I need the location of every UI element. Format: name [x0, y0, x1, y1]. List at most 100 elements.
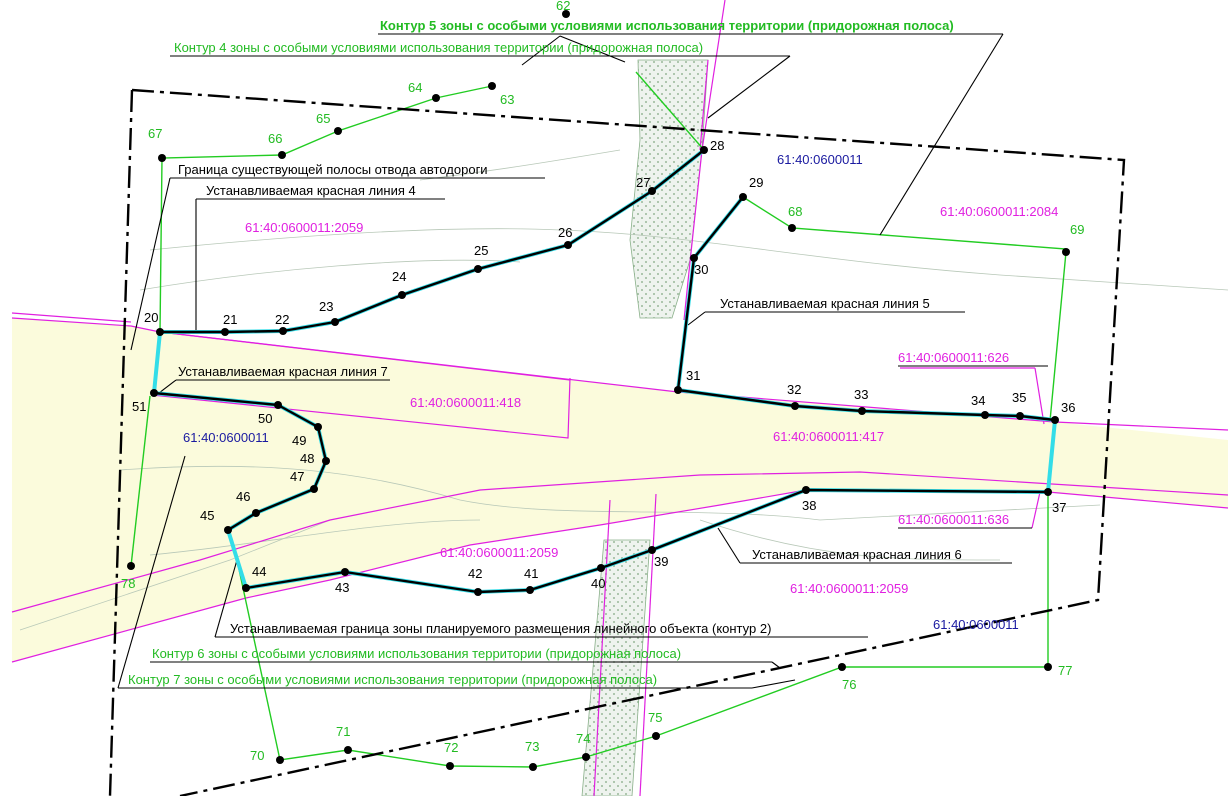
- point-label-38: 38: [802, 498, 816, 513]
- point-label-29: 29: [749, 175, 763, 190]
- survey-point-40: [597, 564, 605, 572]
- point-label-41: 41: [524, 566, 538, 581]
- quarter-label-bottom: 61:40:0600011: [933, 617, 1019, 632]
- survey-point-63: [488, 82, 496, 90]
- parcel-label-417: 61:40:0600011:417: [773, 429, 884, 444]
- point-label-50: 50: [258, 411, 272, 426]
- red-line-4: [160, 149, 705, 334]
- parcel-label-418: 61:40:0600011:418: [410, 395, 521, 410]
- survey-point-74: [582, 753, 590, 761]
- survey-point-76: [838, 663, 846, 671]
- quarter-label-left: 61:40:0600011: [183, 430, 269, 445]
- dotted-corridor-bottom: [581, 539, 651, 796]
- survey-point-75: [652, 732, 660, 740]
- point-label-67: 67: [148, 126, 162, 141]
- callout-red-line-6: Устанавливаемая красная линия 6: [752, 547, 962, 562]
- survey-point-39: [648, 546, 656, 554]
- survey-points: [127, 10, 1070, 771]
- point-label-75: 75: [648, 710, 662, 725]
- survey-point-43: [341, 568, 349, 576]
- red-line-6: [245, 488, 1049, 594]
- survey-point-25: [474, 265, 482, 273]
- survey-point-20: [156, 328, 164, 336]
- point-label-68: 68: [788, 204, 802, 219]
- survey-point-66: [278, 151, 286, 159]
- survey-point-38: [802, 486, 810, 494]
- point-label-42: 42: [468, 566, 482, 581]
- survey-point-32: [791, 402, 799, 410]
- survey-point-29: [739, 193, 747, 201]
- survey-point-67: [158, 154, 166, 162]
- survey-point-47: [310, 485, 318, 493]
- point-label-76: 76: [842, 677, 856, 692]
- survey-point-70: [276, 756, 284, 764]
- callout-red-line-4: Устанавливаемая красная линия 4: [206, 183, 416, 198]
- callout-contour-5: Контур 5 зоны с особыми условиями исполь…: [380, 18, 954, 33]
- point-label-45: 45: [200, 508, 214, 523]
- point-label-66: 66: [268, 131, 282, 146]
- point-label-25: 25: [474, 243, 488, 258]
- point-label-40: 40: [591, 576, 605, 591]
- point-label-20: 20: [144, 310, 158, 325]
- survey-point-46: [252, 509, 260, 517]
- leader-lines: [117, 33, 1048, 689]
- survey-point-65: [334, 127, 342, 135]
- callout-contour-4: Контур 4 зоны с особыми условиями исполь…: [174, 40, 703, 55]
- survey-point-73: [529, 763, 537, 771]
- point-label-65: 65: [316, 111, 330, 126]
- callouts: Контур 5 зоны с особыми условиями исполь…: [128, 18, 962, 687]
- survey-point-72: [446, 762, 454, 770]
- point-label-35: 35: [1012, 390, 1026, 405]
- point-label-71: 71: [336, 724, 350, 739]
- point-label-39: 39: [654, 554, 668, 569]
- survey-point-21: [221, 328, 229, 336]
- parcel-label-2084: 61:40:0600011:2084: [940, 204, 1058, 219]
- point-label-46: 46: [236, 489, 250, 504]
- point-label-64: 64: [408, 80, 422, 95]
- survey-point-31: [674, 386, 682, 394]
- point-label-44: 44: [252, 564, 266, 579]
- survey-point-33: [858, 407, 866, 415]
- survey-point-77: [1044, 663, 1052, 671]
- point-label-37: 37: [1052, 500, 1066, 515]
- survey-point-26: [564, 241, 572, 249]
- point-label-69: 69: [1070, 222, 1084, 237]
- parcel-label-2059-right: 61:40:0600011:2059: [790, 581, 908, 596]
- callout-contour-7: Контур 7 зоны с особыми условиями исполь…: [128, 672, 657, 687]
- point-label-47: 47: [290, 469, 304, 484]
- point-label-73: 73: [525, 739, 539, 754]
- cut-lines: [108, 88, 1126, 796]
- point-label-30: 30: [694, 262, 708, 277]
- callout-contour-6: Контур 6 зоны с особыми условиями исполь…: [152, 646, 681, 661]
- road-branch: [152, 335, 580, 438]
- point-label-28: 28: [710, 138, 724, 153]
- point-label-51: 51: [132, 399, 146, 414]
- parcel-label-636: 61:40:0600011:636: [898, 512, 1009, 527]
- survey-point-24: [398, 291, 406, 299]
- point-label-78: 78: [121, 576, 135, 591]
- point-label-24: 24: [392, 269, 406, 284]
- point-label-72: 72: [444, 740, 458, 755]
- point-label-36: 36: [1061, 400, 1075, 415]
- red-line-5: [676, 196, 1056, 422]
- point-label-26: 26: [558, 225, 572, 240]
- survey-point-30: [690, 254, 698, 262]
- survey-point-37: [1044, 488, 1052, 496]
- survey-point-62: [562, 10, 570, 18]
- survey-point-48: [322, 457, 330, 465]
- point-label-43: 43: [335, 580, 349, 595]
- parcel-label-626: 61:40:0600011:626: [898, 350, 1009, 365]
- point-label-32: 32: [787, 382, 801, 397]
- survey-point-36: [1051, 416, 1059, 424]
- survey-point-41: [526, 586, 534, 594]
- point-label-77: 77: [1058, 663, 1072, 678]
- survey-point-28: [700, 146, 708, 154]
- point-label-22: 22: [275, 312, 289, 327]
- point-label-31: 31: [686, 368, 700, 383]
- callout-red-line-7: Устанавливаемая красная линия 7: [178, 364, 388, 379]
- survey-point-22: [279, 327, 287, 335]
- survey-point-27: [648, 187, 656, 195]
- parcel-label-2059-mid: 61:40:0600011:2059: [440, 545, 558, 560]
- point-label-70: 70: [250, 748, 264, 763]
- point-label-48: 48: [300, 451, 314, 466]
